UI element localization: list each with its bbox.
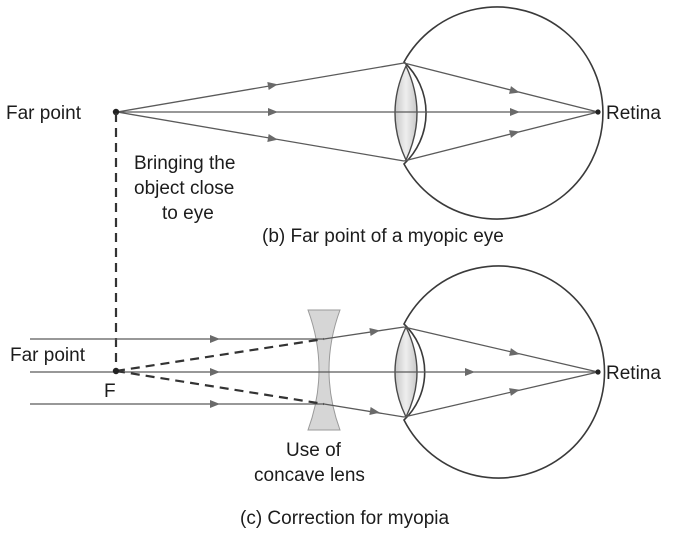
lens-label-line-1: Use of — [286, 440, 342, 461]
bottom-ray-upper-diverge — [323, 326, 405, 340]
top-far-point-label: Far point — [6, 103, 82, 124]
top-eyeball — [402, 6, 604, 220]
bottom-arrow-upper-in — [210, 335, 220, 343]
top-ray-upper-in — [116, 62, 405, 113]
top-arrow-middle-out — [510, 108, 520, 116]
top-arrow-upper-in — [267, 82, 278, 90]
top-arrow-lower-in — [267, 134, 278, 142]
bottom-focus-dot — [112, 367, 120, 375]
bottom-retina-label: Retina — [606, 363, 661, 384]
top-ray-upper-out — [403, 62, 599, 113]
focus-label: F — [104, 381, 116, 402]
top-ray-lower-in — [116, 111, 405, 162]
virtual-ray-lower — [115, 369, 325, 406]
top-arrow-lower-out — [509, 130, 520, 138]
bottom-arrow-lower-out — [509, 388, 520, 396]
top-ray-lower-out — [403, 111, 599, 162]
bottom-arrow-lower-in — [210, 400, 220, 408]
bringing-line-1: Bringing the — [134, 153, 235, 174]
bottom-diagram: Far point F Retina Use of concave lens (… — [10, 265, 661, 529]
top-arrow-upper-out — [509, 86, 520, 94]
top-arrow-middle-in — [268, 108, 278, 116]
bottom-eyeball — [403, 265, 606, 479]
bottom-arrow-lower-diverge — [369, 407, 380, 415]
bringing-line-2: object close — [134, 178, 234, 199]
top-far-point-dot — [112, 108, 120, 116]
top-diagram: Far point Retina Bringing the object clo… — [6, 6, 661, 247]
top-caption: (b) Far point of a myopic eye — [262, 226, 504, 247]
concave-lens — [307, 309, 341, 431]
bottom-arrow-upper-out — [509, 348, 520, 356]
bringing-line-3: to eye — [162, 203, 214, 224]
bottom-retina-dot — [595, 369, 601, 375]
top-eye-lens — [394, 64, 418, 162]
bottom-caption: (c) Correction for myopia — [240, 508, 449, 529]
bottom-ray-lower-out — [403, 371, 599, 418]
bottom-ray-upper-out — [403, 326, 599, 373]
virtual-ray-upper — [115, 337, 325, 373]
lens-label-line-2: concave lens — [254, 465, 365, 486]
bottom-ray-lower-diverge — [323, 403, 405, 418]
top-retina-dot — [595, 109, 601, 115]
bottom-arrow-middle-in — [210, 368, 220, 376]
bottom-far-point-label: Far point — [10, 345, 86, 366]
bottom-arrow-upper-diverge — [369, 328, 380, 336]
top-retina-label: Retina — [606, 103, 661, 124]
bottom-arrow-middle-eye — [465, 368, 475, 376]
